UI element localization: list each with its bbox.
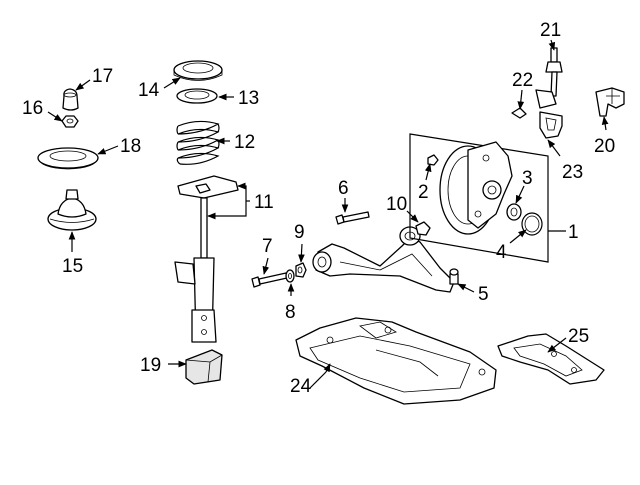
callout-14: 14	[138, 80, 160, 101]
bolt-part-7[interactable]	[251, 272, 288, 288]
callout-2: 2	[418, 182, 429, 203]
callout-11: 11	[254, 192, 274, 213]
strut-mount-part[interactable]	[47, 189, 97, 231]
snap-ring-part-4[interactable]	[521, 212, 543, 236]
insulator-ring-part[interactable]	[37, 147, 99, 170]
callout-16: 16	[22, 98, 43, 119]
bearing-part-3[interactable]	[506, 203, 522, 221]
strut-assembly-part[interactable]	[174, 175, 239, 343]
callout-3: 3	[522, 168, 533, 189]
callout-6: 6	[338, 178, 349, 199]
callout-24: 24	[290, 376, 312, 397]
callout-17: 17	[92, 66, 113, 87]
callout-21: 21	[540, 20, 561, 41]
callout-20: 20	[594, 136, 615, 157]
leader-lines	[47, 39, 609, 389]
callout-4: 4	[496, 242, 507, 263]
nut-part-16[interactable]	[61, 115, 79, 128]
callout-25: 25	[568, 326, 589, 347]
upper-spring-seat-part[interactable]	[173, 60, 223, 81]
callout-22: 22	[512, 70, 533, 91]
callout-labels: 1 2 3 4 5 6 7 8 9 10 11 12 13 14 15 16 1…	[22, 20, 615, 397]
callout-19: 19	[140, 355, 161, 376]
washer-part-8[interactable]	[285, 269, 295, 283]
callout-1: 1	[568, 222, 579, 243]
control-arm-part[interactable]	[312, 226, 455, 293]
callout-12: 12	[234, 132, 255, 153]
arm-nut-part-10[interactable]	[415, 221, 431, 236]
coil-spring-part[interactable]	[176, 120, 220, 165]
hub-knuckle-part[interactable]	[439, 141, 513, 235]
stabilizer-link-part-21[interactable]	[535, 47, 563, 109]
clip-part-22[interactable]	[511, 107, 527, 119]
ball-joint-part[interactable]	[449, 268, 459, 285]
callout-9: 9	[294, 222, 305, 243]
subframe-part[interactable]	[295, 317, 497, 405]
hub-nut-part-2[interactable]	[427, 154, 439, 166]
callout-8: 8	[285, 302, 296, 323]
strut-boot-part[interactable]	[185, 349, 223, 385]
callout-10: 10	[386, 194, 407, 215]
callout-13: 13	[238, 88, 259, 109]
bump-stop-part[interactable]	[62, 88, 79, 111]
bracket-part-23[interactable]	[539, 111, 563, 139]
callout-15: 15	[62, 256, 83, 277]
nut-part-9[interactable]	[295, 262, 307, 278]
callout-7: 7	[262, 236, 273, 257]
spring-ring-part[interactable]	[176, 88, 218, 104]
callout-18: 18	[120, 136, 141, 157]
callout-23: 23	[562, 162, 583, 183]
splash-shield-part[interactable]	[497, 333, 605, 385]
bolt-part-6[interactable]	[335, 211, 370, 225]
callout-5: 5	[478, 284, 489, 305]
sensor-part-20[interactable]	[595, 87, 625, 117]
